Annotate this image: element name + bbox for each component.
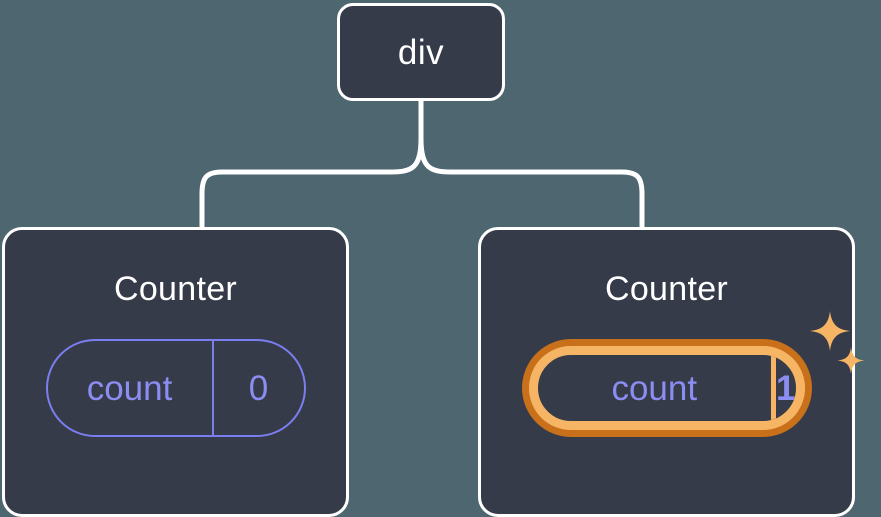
connector-branch-left <box>199 138 424 228</box>
state-value-right: 1 <box>776 368 796 408</box>
state-hook-label-left: count <box>86 368 173 408</box>
state-hook-cell-right: count <box>538 355 777 421</box>
state-pill-right-wrap: count 1 <box>521 311 864 437</box>
node-counter-right-title: Counter <box>604 270 729 308</box>
state-value-cell-right: 1 <box>776 355 795 421</box>
node-counter-left-title: Counter <box>113 270 238 308</box>
state-hook-label-right: count <box>611 368 698 408</box>
node-counter-right[interactable]: Counter count 1 <box>478 227 864 517</box>
state-value-cell-left: 0 <box>214 341 304 435</box>
node-div-label: div <box>397 32 445 72</box>
sparkle-large-icon <box>809 311 850 351</box>
node-counter-left[interactable]: Counter count 0 <box>2 227 349 517</box>
node-div[interactable]: div <box>337 3 505 101</box>
state-pill-right-inner: count 1 <box>528 346 805 430</box>
connector-branch-right <box>418 138 645 228</box>
connector-lines <box>199 101 645 228</box>
state-hook-cell-left: count <box>48 341 214 435</box>
state-pill-right[interactable]: count 1 <box>521 339 812 437</box>
state-value-left: 0 <box>248 368 269 408</box>
diagram-canvas: div Counter count 0 Counter count <box>2 3 864 517</box>
state-pill-left-wrap: count 0 <box>45 339 306 437</box>
state-pill-left[interactable]: count 0 <box>45 339 306 437</box>
